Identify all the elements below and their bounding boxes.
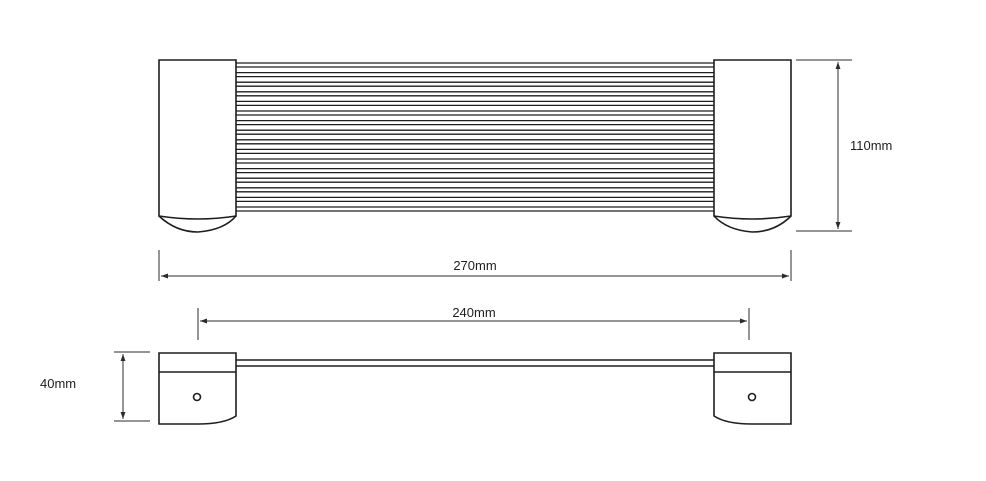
overall-width-label: 270mm	[453, 258, 496, 273]
left-bracket-side	[158, 352, 237, 425]
dimension-height-top	[796, 59, 852, 232]
right-bracket-curve	[713, 215, 792, 233]
top-view	[158, 59, 792, 233]
shelf-rods	[236, 62, 714, 212]
right-screw-hole	[747, 392, 757, 402]
left-screw-hole	[192, 392, 202, 402]
left-bracket-top	[158, 59, 237, 220]
side-view	[158, 352, 792, 425]
depth-side-label: 40mm	[40, 376, 76, 391]
dimension-overall-width	[158, 250, 792, 281]
center-width-label: 240mm	[452, 305, 495, 320]
dimension-center-width	[197, 308, 750, 340]
right-bracket-top	[713, 59, 792, 220]
dimension-depth-side	[114, 351, 150, 422]
height-top-label: 110mm	[850, 138, 892, 153]
left-bracket-curve	[158, 215, 237, 233]
right-bracket-side	[713, 352, 792, 425]
